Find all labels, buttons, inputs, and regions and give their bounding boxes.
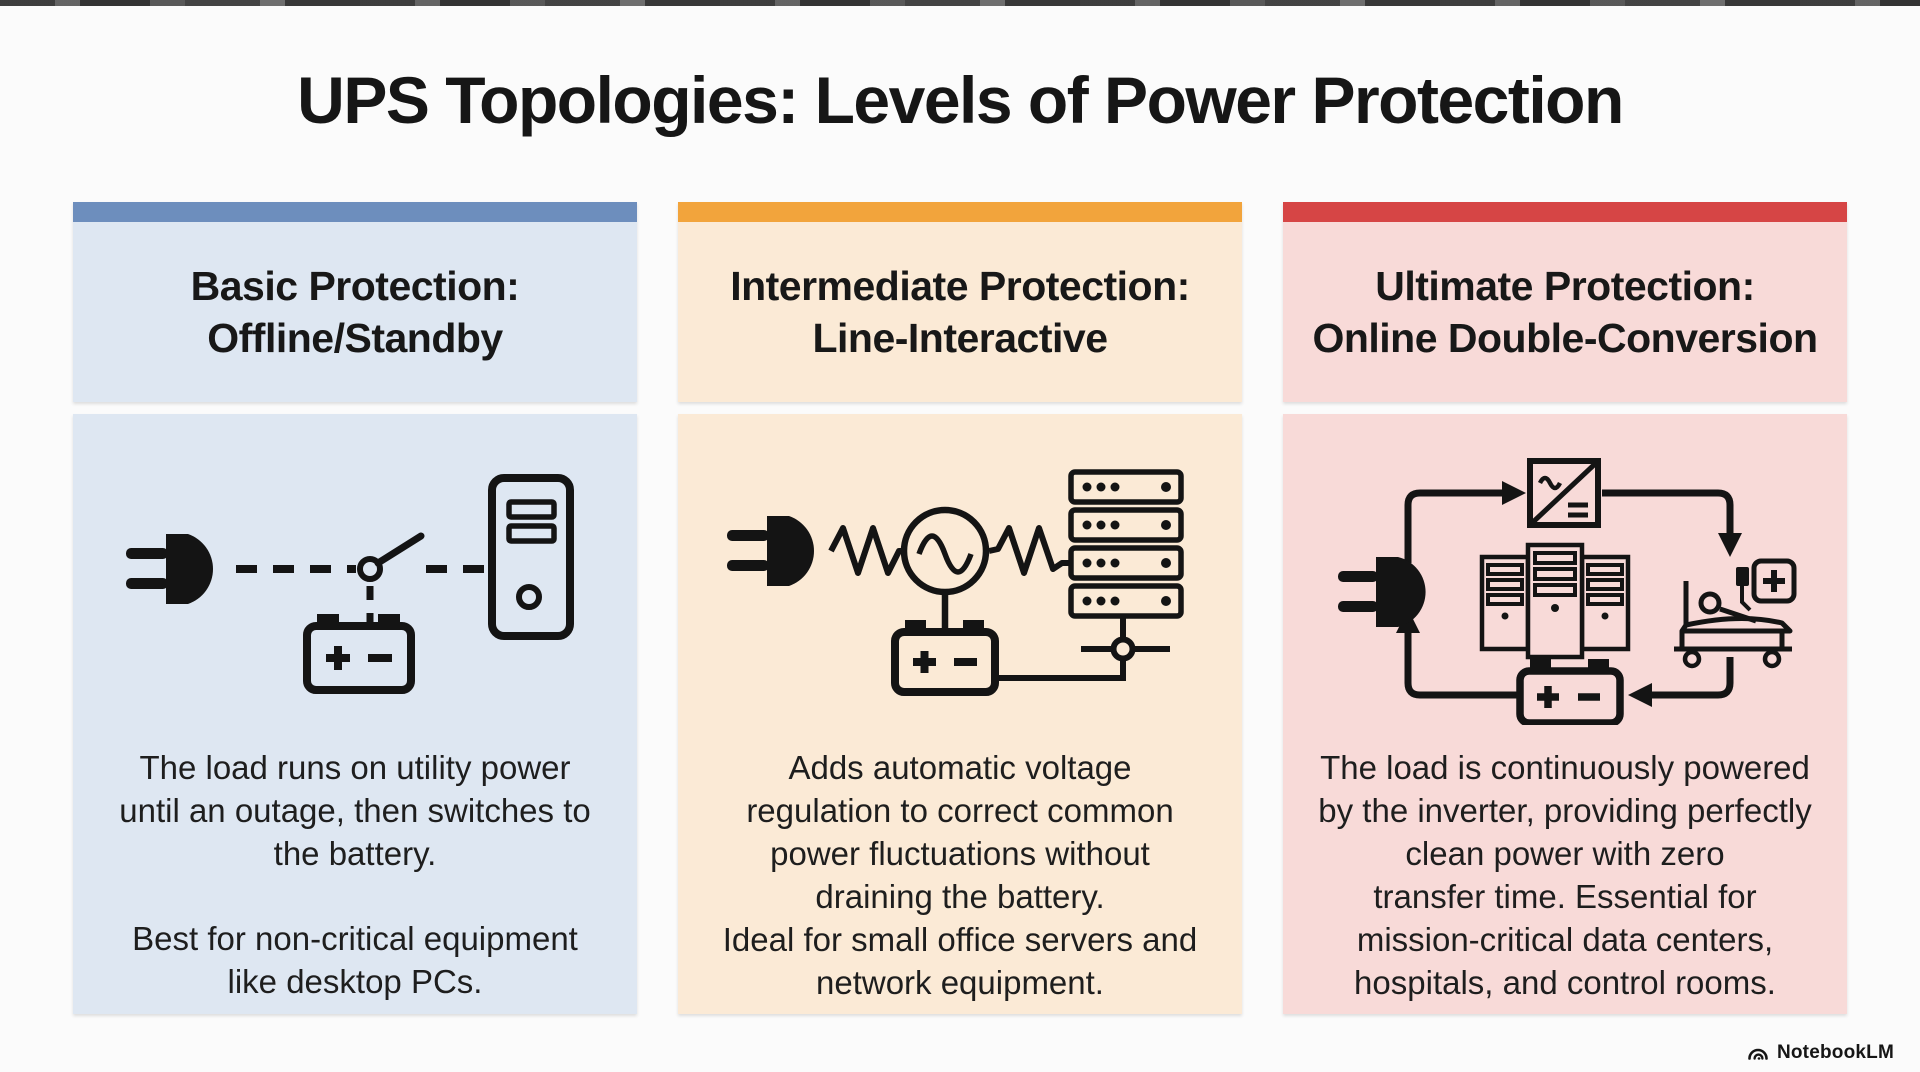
standby-diagram (120, 448, 590, 730)
column-intermediate-title: Intermediate Protection: Line-Interactiv… (730, 262, 1190, 361)
server-stack-icon (1068, 469, 1184, 619)
zigzag-wire (828, 525, 905, 576)
column-ultimate-body: The load is continuously powered by the … (1283, 414, 1847, 1014)
accent-bar-red (1283, 202, 1847, 222)
zigzag-wire (988, 525, 1071, 576)
column-basic: Basic Protection: Offline/Standby (73, 202, 637, 1014)
column-basic-description-2: Best for non-critical equipment like des… (132, 920, 578, 1000)
data-center-racks-icon (1479, 542, 1631, 660)
battery-icon (891, 620, 999, 696)
power-plug-icon (727, 516, 814, 586)
line-interactive-diagram (725, 448, 1195, 730)
voltage-regulator-icon (900, 506, 990, 596)
column-basic-title: Basic Protection: Offline/Standby (190, 262, 520, 361)
loop-arrows (1396, 481, 1742, 707)
column-ultimate-title: Ultimate Protection: Online Double-Conve… (1312, 262, 1818, 361)
topology-columns: Basic Protection: Offline/Standby (73, 202, 1847, 1014)
watermark: NotebookLM (1746, 1041, 1894, 1065)
page-title: UPS Topologies: Levels of Power Protecti… (297, 63, 1624, 137)
torn-edge-artifact (0, 0, 1920, 6)
power-plug-icon (1338, 557, 1426, 627)
column-intermediate: Intermediate Protection: Line-Interactiv… (678, 202, 1242, 1014)
column-ultimate-header: Ultimate Protection: Online Double-Conve… (1283, 202, 1847, 402)
column-intermediate-body: Adds automatic voltage regulation to cor… (678, 414, 1242, 1014)
battery-icon (303, 614, 415, 694)
column-basic-header: Basic Protection: Offline/Standby (73, 202, 637, 402)
notebooklm-logo-icon (1748, 1048, 1768, 1060)
hospital-bed-icon (1674, 558, 1797, 669)
accent-bar-orange (678, 202, 1242, 222)
battery-icon (1516, 659, 1624, 725)
desktop-pc-tower-icon (488, 474, 574, 640)
watermark-label: NotebookLM (1776, 1042, 1894, 1063)
column-intermediate-header: Intermediate Protection: Line-Interactiv… (678, 202, 1242, 402)
column-ultimate: Ultimate Protection: Online Double-Conve… (1283, 202, 1847, 1014)
column-basic-body: The load runs on utility power until an … (73, 414, 637, 1014)
power-plug-icon (126, 534, 213, 604)
network-node (995, 616, 1170, 681)
column-ultimate-description: The load is continuously powered by the … (1318, 749, 1812, 1001)
double-conversion-diagram (1330, 448, 1800, 730)
transfer-switch-icon (357, 532, 425, 582)
inverter-icon (1527, 458, 1601, 528)
column-basic-description: The load runs on utility power until an … (119, 749, 591, 872)
column-intermediate-description: Adds automatic voltage regulation to cor… (722, 749, 1198, 1001)
accent-bar-blue (73, 202, 637, 222)
